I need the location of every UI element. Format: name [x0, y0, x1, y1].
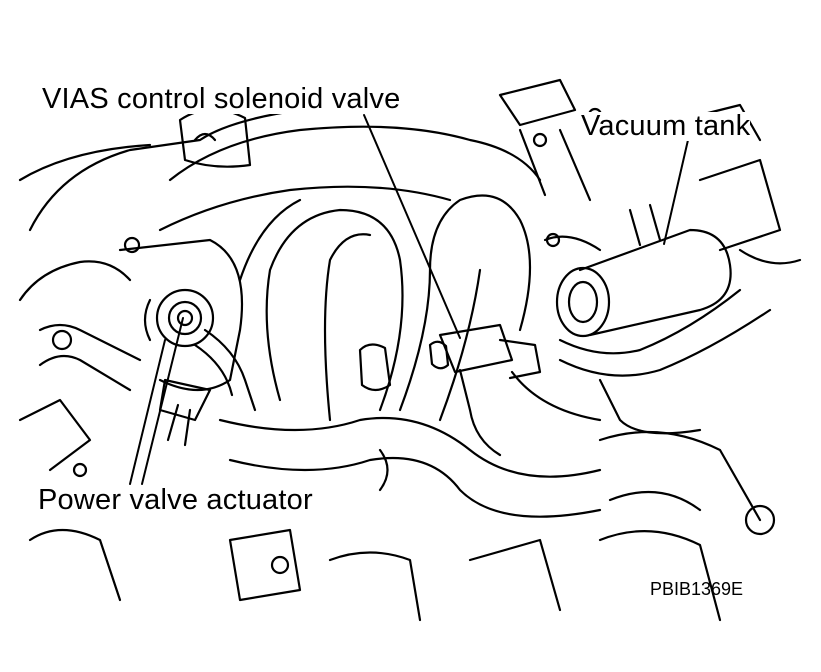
intake-manifold	[118, 125, 542, 422]
lower-hose	[218, 416, 762, 522]
left-pipe	[18, 323, 142, 472]
label-power-valve-actuator: Power valve actuator	[38, 484, 313, 516]
bottom-components	[28, 462, 776, 622]
power-valve-actuator-part	[143, 288, 257, 447]
right-hoses	[558, 103, 802, 435]
leader-line-vacuum-tank	[663, 139, 689, 245]
vacuum-tank-part	[543, 203, 732, 338]
label-vias-control-solenoid-valve: VIAS control solenoid valve	[42, 83, 401, 115]
leader-lines	[129, 114, 689, 485]
figure-code: PBIB1369E	[650, 579, 744, 599]
leader-line-vias	[363, 114, 461, 339]
leader-line-power-valve-a	[129, 339, 166, 485]
leader-line-power-valve-b	[141, 317, 184, 485]
label-vacuum-tank: Vacuum tank	[581, 110, 751, 142]
vias-solenoid-part	[428, 323, 602, 457]
